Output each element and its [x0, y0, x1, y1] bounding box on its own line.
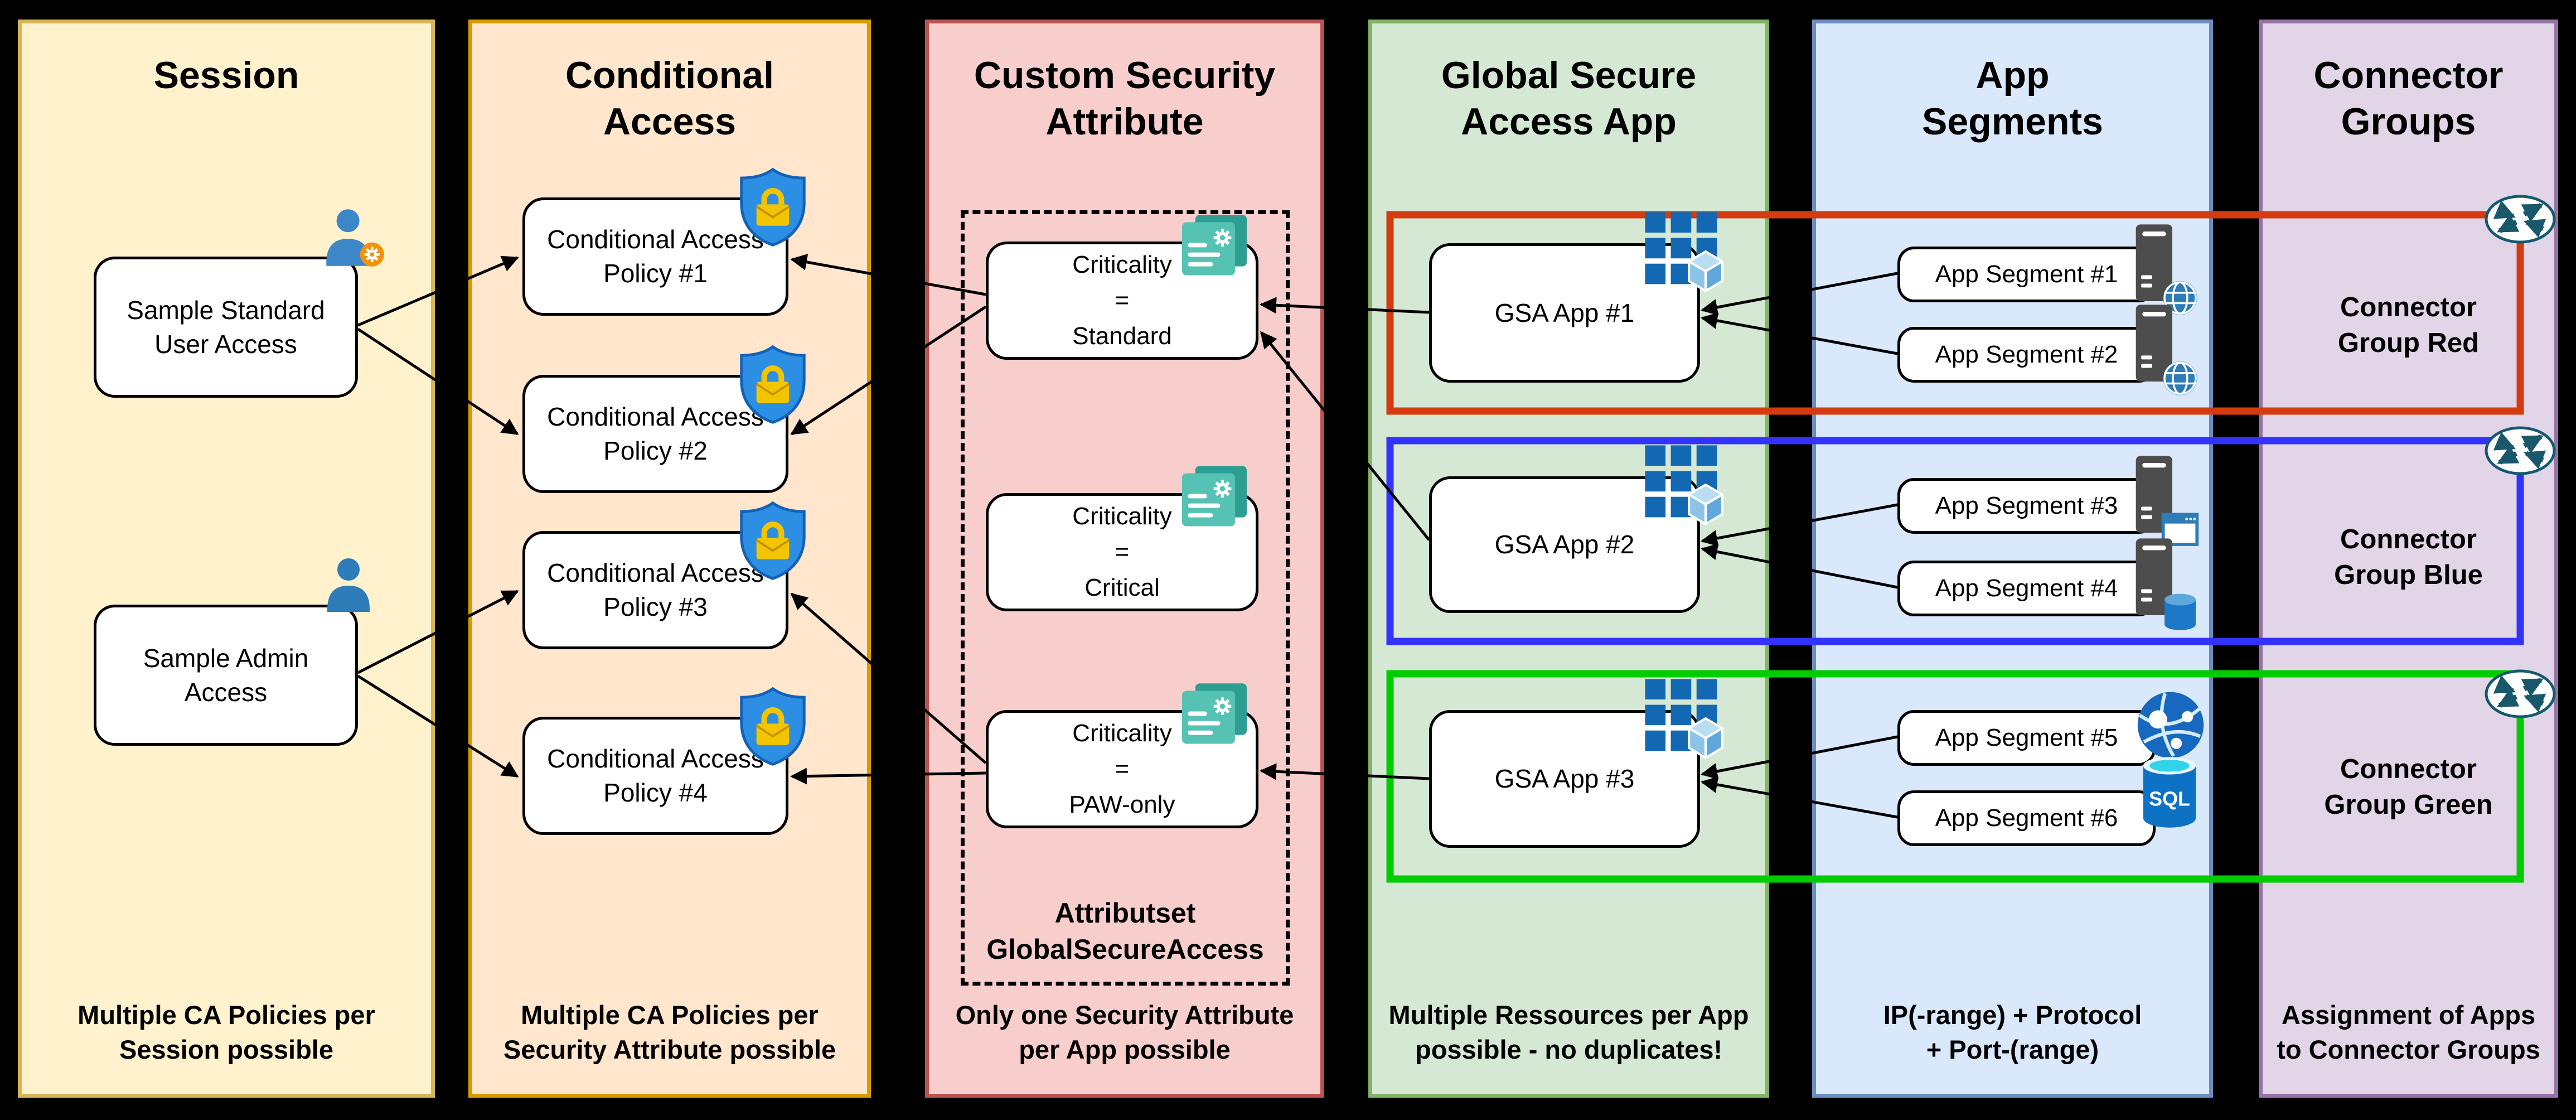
node-app-segment-3: App Segment #3	[1897, 478, 2156, 534]
app-grid-icon	[1642, 676, 1727, 761]
server-database-icon	[2122, 537, 2200, 635]
node-label: Sample Admin Access	[143, 643, 309, 707]
node-sample-admin-access: Sample Admin Access	[94, 605, 358, 746]
shield-lock-icon	[737, 687, 808, 766]
column-title-app-segments: App Segments	[1922, 54, 2103, 143]
attribute-icon	[1178, 463, 1251, 537]
server-globe-icon	[2122, 303, 2200, 401]
label-connector-group-red: Connector Group Red	[2337, 292, 2480, 358]
node-label: Sample Standard User Access	[127, 295, 325, 359]
attribute-icon	[1178, 680, 1251, 754]
column-title-session: Session	[153, 54, 299, 96]
node-label: App Segment #5	[1935, 723, 2118, 751]
node-label: GSA App #3	[1494, 764, 1635, 794]
column-session: Session Multiple CA Policies per Session…	[18, 20, 435, 1098]
node-label: App Segment #2	[1935, 340, 2118, 368]
node-label: Conditional Access Policy #4	[547, 744, 764, 807]
node-label: Criticality = PAW-only	[1069, 720, 1175, 818]
user-gear-icon	[319, 207, 390, 268]
node-label: App Segment #6	[1935, 804, 2118, 832]
node-app-segment-4: App Segment #4	[1897, 561, 2156, 616]
sql-label: SQL	[2149, 788, 2190, 810]
column-caption-conditional-access: Multiple CA Policies per Security Attrib…	[503, 1000, 836, 1064]
user-icon	[321, 557, 376, 612]
shield-lock-icon	[737, 501, 808, 581]
node-app-segment-5: App Segment #5	[1897, 710, 2156, 766]
server-window-icon	[2122, 455, 2200, 552]
server-globe-icon	[2122, 223, 2200, 321]
column-title-conditional-access: Conditional Access	[565, 54, 774, 143]
node-label: App Segment #1	[1935, 260, 2118, 288]
node-ca-policy-4: Conditional Access Policy #4	[522, 717, 788, 835]
node-criticality-standard: Criticality = Standard	[986, 242, 1258, 360]
column-caption-session: Multiple CA Policies per Session possibl…	[78, 1000, 375, 1064]
node-app-segment-2: App Segment #2	[1897, 327, 2156, 383]
node-label: Conditional Access Policy #3	[547, 558, 764, 621]
node-label: Criticality = Standard	[1072, 251, 1172, 350]
node-label: GSA App #1	[1494, 298, 1635, 327]
column-caption-app-segments: IP(-range) + Protocol + Port-(range)	[1883, 1000, 2142, 1064]
app-grid-icon	[1642, 442, 1727, 527]
column-caption-connector-groups: Assignment of Apps to Connector Groups	[2277, 1000, 2540, 1064]
node-sample-standard-user-access: Sample Standard User Access	[94, 257, 358, 398]
router-icon	[2484, 194, 2556, 244]
column-title-connector-groups: Connector Groups	[2313, 54, 2504, 143]
label-connector-group-blue: Connector Group Blue	[2334, 524, 2483, 590]
node-label: App Segment #3	[1935, 491, 2118, 519]
app-grid-icon	[1642, 209, 1727, 294]
shield-lock-icon	[737, 345, 808, 424]
router-icon	[2484, 669, 2556, 719]
router-icon	[2484, 426, 2556, 476]
column-title-global-secure-access-app: Global Secure Access App	[1441, 54, 1697, 143]
label-connector-group-green: Connector Group Green	[2324, 754, 2493, 820]
attribute-set-frame: Attributset GlobalSecureAccess	[961, 210, 1290, 986]
sql-database-icon: SQL	[2138, 752, 2201, 833]
attribute-set-label: Attributset GlobalSecureAccess	[986, 897, 1264, 965]
app-service-globe-icon	[2136, 690, 2206, 760]
node-app-segment-6: App Segment #6	[1897, 790, 2156, 846]
column-caption-global-secure-access-app: Multiple Ressources per App possible - n…	[1388, 1000, 1749, 1064]
column-title-custom-security-attribute: Custom Security Attribute	[974, 54, 1276, 143]
attribute-icon	[1178, 212, 1251, 286]
shield-lock-icon	[737, 167, 808, 247]
node-label: Conditional Access Policy #1	[547, 225, 764, 288]
node-label: GSA App #2	[1494, 530, 1635, 559]
node-label: App Segment #4	[1935, 574, 2118, 602]
node-label: Criticality = Critical	[1072, 503, 1172, 601]
column-caption-custom-security-attribute: Only one Security Attribute per App poss…	[955, 1000, 1294, 1064]
node-app-segment-1: App Segment #1	[1897, 247, 2156, 302]
node-label: Conditional Access Policy #2	[547, 402, 764, 465]
